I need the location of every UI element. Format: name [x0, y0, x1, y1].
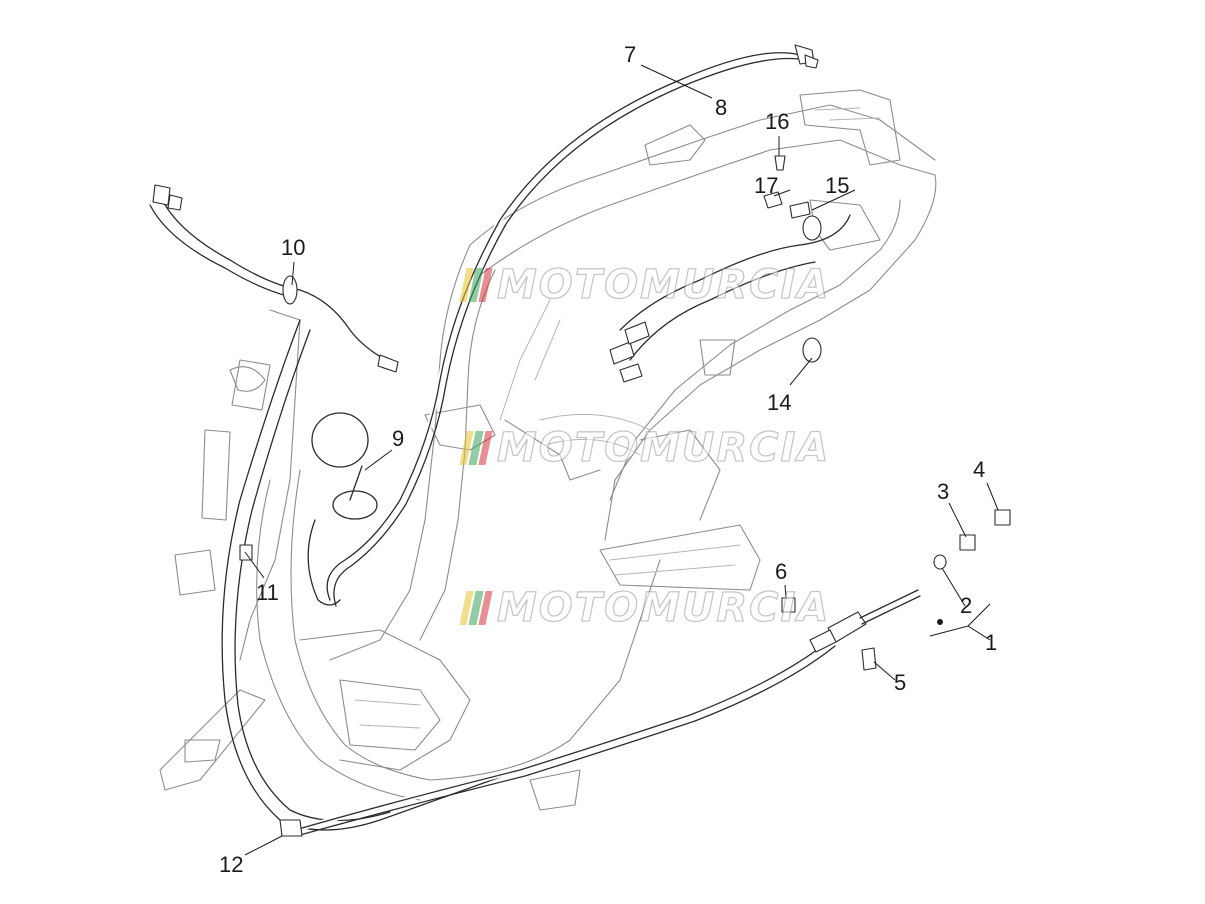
callout-9: 9	[392, 426, 405, 451]
leader-lines	[244, 64, 999, 856]
callout-3: 3	[937, 479, 950, 504]
nut-17	[763, 191, 783, 209]
assembly-dot	[937, 619, 943, 625]
watermark-text: MOTOMURCIA	[496, 584, 831, 631]
callout-8: 8	[715, 95, 728, 120]
watermark-flag-icon	[459, 591, 494, 625]
callout-5: 5	[894, 670, 907, 695]
callout-1: 1	[985, 630, 998, 655]
frame-outline	[159, 89, 937, 811]
screw-16	[774, 155, 786, 171]
callout-2: 2	[960, 593, 973, 618]
bolt-6	[781, 597, 796, 613]
watermark-flag-icon	[459, 268, 494, 302]
watermark-logo-middle: MOTOMURCIA	[459, 424, 831, 472]
watermark-logo-bottom: MOTOMURCIA	[459, 584, 831, 632]
callout-11: 11	[256, 580, 279, 605]
watermark-text: MOTOMURCIA	[496, 424, 831, 471]
callout-17: 17	[754, 173, 779, 198]
callout-14: 14	[767, 390, 792, 415]
callout-6: 6	[775, 559, 788, 584]
callout-12: 12	[219, 852, 244, 877]
callout-7: 7	[624, 42, 637, 67]
callout-4: 4	[973, 457, 986, 482]
nut-2	[933, 554, 947, 570]
watermark-logo-top: MOTOMURCIA	[459, 261, 831, 309]
bracket-5	[861, 647, 877, 671]
callout-15: 15	[825, 173, 850, 198]
callout-10: 10	[281, 235, 306, 260]
clip-15	[789, 201, 811, 219]
watermark-flag-icon	[459, 431, 494, 465]
watermark-text: MOTOMURCIA	[496, 261, 831, 308]
callout-16: 16	[765, 109, 790, 134]
small-parts	[763, 155, 1011, 671]
pin-4	[994, 509, 1011, 526]
bushing-3	[959, 534, 976, 551]
cables	[149, 44, 921, 837]
